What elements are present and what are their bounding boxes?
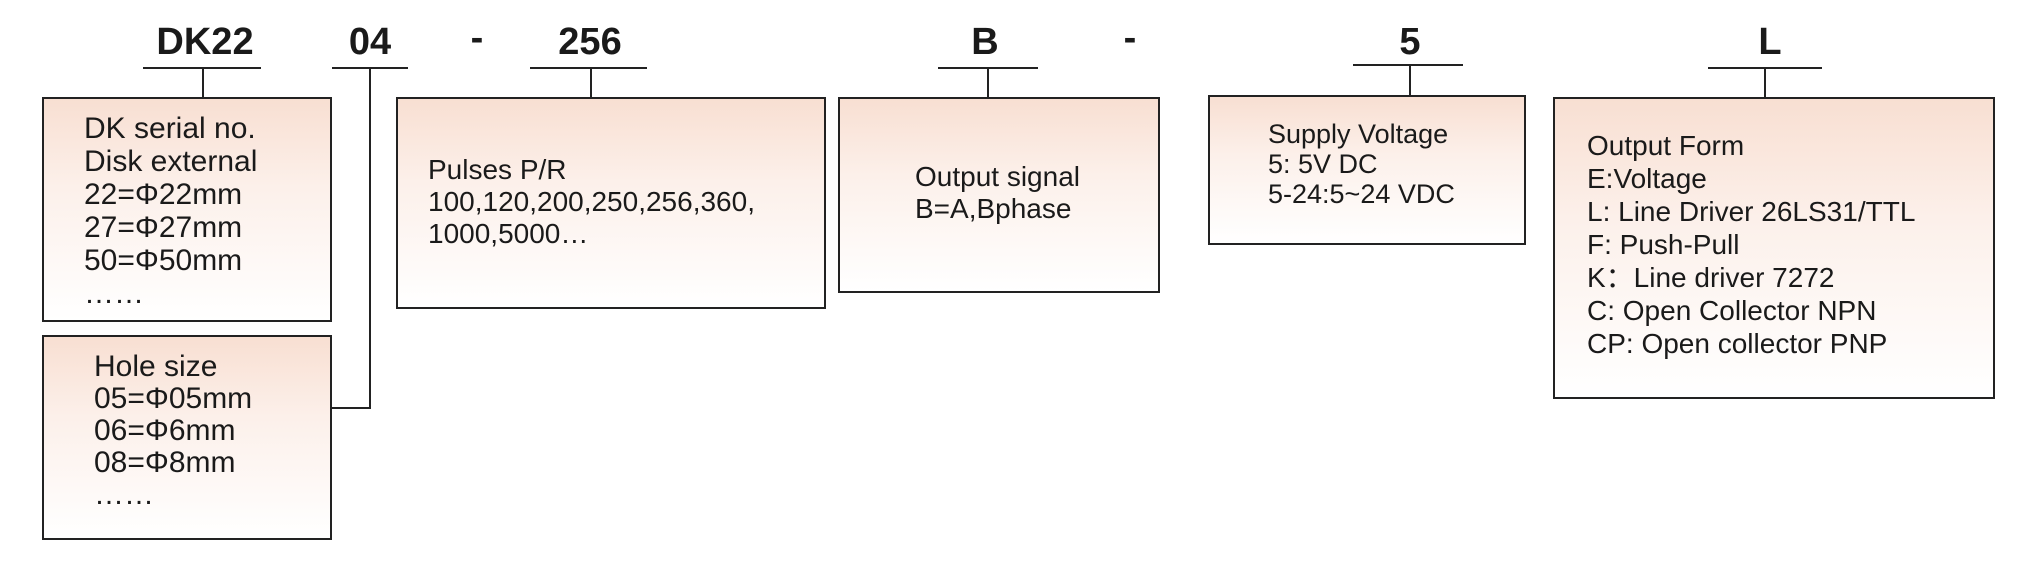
output-form-box: Output Form E:Voltage L: Line Driver 26L… <box>1553 97 1995 399</box>
code-pulses: 256 <box>558 21 622 63</box>
code-dash-2: - <box>1123 17 1137 59</box>
connector-signal <box>987 67 989 98</box>
hole-box-line: 06=Φ6mm <box>94 414 236 447</box>
disk-box-line: 50=Φ50mm <box>84 244 243 277</box>
output-signal-box: Output signal B=A,Bphase <box>838 97 1160 293</box>
disk-box-line: 22=Φ22mm <box>84 178 243 211</box>
output-box-line: CP: Open collector PNP <box>1587 328 1888 359</box>
code-dash-1: - <box>470 17 484 59</box>
output-box-line: L: Line Driver 26LS31/TTL <box>1587 196 1916 227</box>
pulses-box-line: 100,120,200,250,256,360, <box>428 186 755 217</box>
connector-output <box>1764 67 1766 98</box>
supply-voltage-box: Supply Voltage 5: 5V DC 5-24:5~24 VDC <box>1208 95 1526 245</box>
code-voltage-underline <box>1353 64 1463 66</box>
hole-size-box: Hole size 05=Φ05mm 06=Φ6mm 08=Φ8mm …… <box>42 335 332 540</box>
voltage-box-title: Supply Voltage <box>1268 119 1449 149</box>
connector-pulses <box>590 67 592 98</box>
output-box-line: E:Voltage <box>1587 163 1707 194</box>
code-signal: B <box>971 21 999 63</box>
disk-size-box: DK serial no. Disk external 22=Φ22mm 27=… <box>42 97 332 322</box>
code-pulses-underline <box>530 67 647 69</box>
pulses-box: Pulses P/R 100,120,200,250,256,360, 1000… <box>396 97 826 309</box>
connector-voltage <box>1409 64 1411 96</box>
disk-box-line: 27=Φ27mm <box>84 211 243 244</box>
voltage-box-line: 5-24:5~24 VDC <box>1268 179 1455 209</box>
output-box-line: K：Line driver 7272 <box>1587 262 1835 293</box>
pulses-box-title: Pulses P/R <box>428 154 567 185</box>
disk-box-title: DK serial no. <box>84 112 256 145</box>
code-hole: 04 <box>348 21 392 63</box>
connector-series <box>202 67 204 98</box>
code-output: L <box>1758 21 1782 63</box>
output-box-title: Output Form <box>1587 130 1745 161</box>
signal-box-line: B=A,Bphase <box>915 193 1072 224</box>
hole-box-title: Hole size <box>94 350 218 383</box>
connector-hole-horizontal <box>331 407 371 409</box>
disk-box-line: Disk external <box>84 145 258 178</box>
hole-box-line: 05=Φ05mm <box>94 382 253 415</box>
hole-box-line: …… <box>94 478 154 511</box>
output-box-line: F: Push-Pull <box>1587 229 1740 260</box>
pulses-box-line: 1000,5000… <box>428 218 589 249</box>
code-voltage: 5 <box>1399 21 1421 63</box>
disk-box-line: …… <box>84 277 144 310</box>
signal-box-title: Output signal <box>915 161 1080 192</box>
hole-box-line: 08=Φ8mm <box>94 446 236 479</box>
voltage-box-line: 5: 5V DC <box>1268 149 1378 179</box>
code-series: DK22 <box>156 21 254 63</box>
output-box-line: C: Open Collector NPN <box>1587 295 1877 326</box>
connector-hole-vertical <box>369 67 371 409</box>
